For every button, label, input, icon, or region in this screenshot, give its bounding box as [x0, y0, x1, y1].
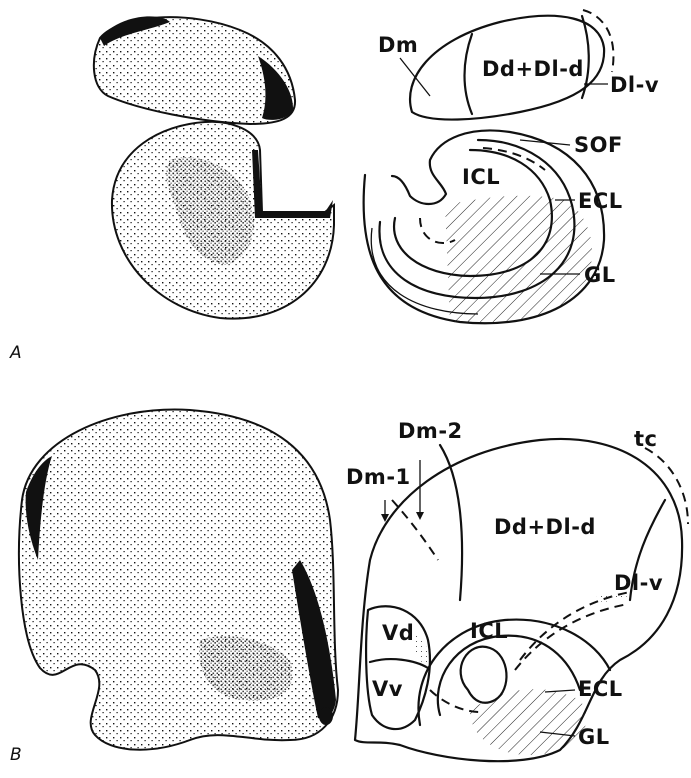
panel-b: Dm-2 Dm-1 tc Dd+Dl-d Dl-v Vd Vv ICL ECL …	[10, 410, 688, 765]
panel-b-icl-boundary	[461, 647, 507, 703]
label-dm: Dm	[378, 33, 418, 57]
panel-a: Dm Dd+Dl-d Dl-v SOF ICL ECL GL A	[9, 10, 659, 363]
panel-b-dm2-arrow	[416, 512, 424, 520]
panel-b-letter: B	[10, 745, 22, 765]
label-tc: tc	[634, 427, 658, 451]
panel-b-stained-nodule	[319, 707, 333, 725]
label-icl: ICL	[462, 165, 500, 189]
label-b-ecl: ECL	[578, 677, 623, 701]
panel-b-dm2-boundary	[440, 445, 462, 600]
panel-b-tract-dashes-1	[520, 592, 630, 660]
label-dd-dl-d: Dd+Dl-d	[482, 57, 584, 81]
panel-b-vd-vv-boundary	[370, 659, 428, 668]
label-sof: SOF	[574, 133, 623, 157]
panel-a-sof-leader	[520, 140, 570, 145]
label-dl-v: Dl-v	[610, 73, 659, 97]
panel-a-hatched-region	[445, 196, 592, 323]
label-gl: GL	[584, 263, 616, 287]
panel-a-letter: A	[9, 343, 22, 363]
panel-a-dm-boundary	[465, 34, 473, 114]
label-dm-1: Dm-1	[346, 465, 411, 489]
panel-b-stained-section	[19, 410, 338, 750]
label-b-dd-dl-d: Dd+Dl-d	[494, 515, 596, 539]
panel-b-hatched-region	[470, 689, 586, 755]
label-b-icl: ICL	[470, 619, 508, 643]
label-b-gl: GL	[578, 725, 610, 749]
panel-a-stained-ventral-rim	[252, 150, 333, 218]
label-vv: Vv	[372, 677, 403, 701]
panel-b-tract-dashes-2	[515, 604, 628, 670]
label-dm-2: Dm-2	[398, 419, 463, 443]
label-b-dl-v: Dl-v	[614, 571, 663, 595]
label-ecl: ECL	[578, 189, 623, 213]
panel-b-dm1-dashes	[392, 500, 438, 560]
label-vd: Vd	[382, 621, 414, 645]
